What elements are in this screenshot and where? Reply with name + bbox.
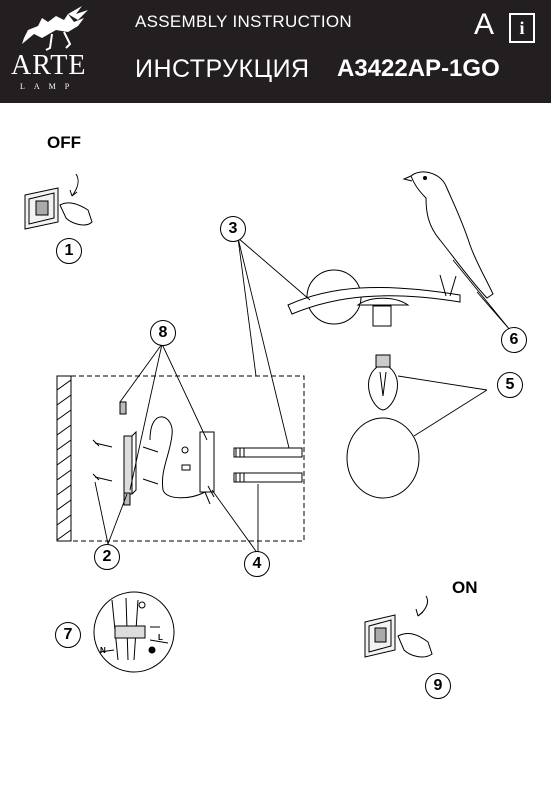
glass-shade	[346, 417, 420, 499]
wire-live-label: L	[158, 633, 163, 642]
info-book-icon: i	[509, 13, 535, 43]
cable-and-canopy	[149, 416, 215, 505]
header-bar: ARTE LAMP ASSEMBLY INSTRUCTION ИНСТРУКЦИ…	[0, 0, 551, 103]
title-english: ASSEMBLY INSTRUCTION	[135, 12, 352, 31]
step-number-3: 3	[220, 216, 246, 242]
screws-and-dowels-icon	[92, 401, 159, 506]
model-number: A3422AP-1GO	[337, 55, 500, 82]
step-number-6: 6	[501, 327, 527, 353]
lamp-body	[287, 269, 461, 327]
light-bulb-icon	[368, 354, 398, 411]
title-russian: ИНСТРУКЦИЯ	[135, 55, 310, 83]
step-number-8: 8	[150, 320, 176, 346]
wire-neutral-label: N	[100, 646, 106, 655]
wall-hatching	[56, 375, 72, 542]
step-number-1: 1	[56, 238, 82, 264]
step-number-5: 5	[497, 372, 523, 398]
on-label: ON	[452, 578, 478, 597]
leader-lines	[94, 237, 511, 555]
wiring-terminal-detail	[93, 591, 175, 673]
step-number-7: 7	[55, 622, 81, 648]
bird-figure	[402, 171, 494, 299]
brand-logo-text: ARTE	[11, 50, 87, 81]
wall-switch-on-icon	[364, 595, 433, 658]
step-number-4: 4	[244, 551, 270, 577]
brand-logo-subtext: LAMP	[20, 82, 79, 91]
installation-area-outline	[70, 375, 305, 542]
arm-tubes	[233, 447, 303, 483]
manual-letter-icon: A	[474, 8, 495, 41]
off-label: OFF	[47, 133, 81, 152]
wall-switch-off-icon	[24, 173, 93, 230]
step-number-2: 2	[94, 544, 120, 570]
griffin-logo-icon	[22, 6, 88, 51]
step-number-9: 9	[425, 673, 451, 699]
mounting-bracket	[123, 430, 137, 495]
